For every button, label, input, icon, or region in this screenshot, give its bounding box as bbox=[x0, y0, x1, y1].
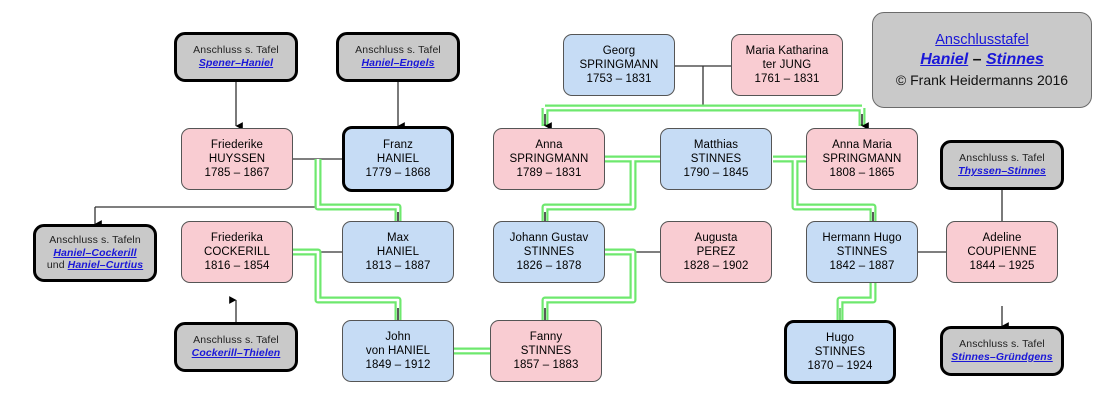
person-given-name: Friederika bbox=[210, 231, 264, 244]
person-box-hugo-stinnes[interactable]: Hugo STINNES 1870 – 1924 bbox=[784, 320, 896, 384]
ref-prefix: Anschluss s. Tafeln bbox=[49, 233, 141, 246]
ref-prefix: Anschluss s. Tafel bbox=[355, 44, 441, 57]
person-surname: HANIEL bbox=[376, 245, 420, 258]
person-surname: PEREZ bbox=[696, 245, 736, 258]
ref-second-line: und Haniel–Curtius bbox=[47, 259, 143, 272]
person-surname: STINNES bbox=[690, 152, 742, 165]
person-given-name: Hermann Hugo bbox=[822, 231, 902, 244]
ref-conjunction: und bbox=[46, 259, 68, 272]
person-dates: 1808 – 1865 bbox=[829, 167, 895, 179]
person-box-georg-springmann[interactable]: Georg SPRINGMANN 1753 – 1831 bbox=[563, 34, 675, 96]
person-given-name: Johann Gustav bbox=[509, 231, 589, 244]
title-lineage: Haniel – Stinnes bbox=[920, 51, 1044, 69]
person-given-name: Anna Maria bbox=[832, 138, 892, 151]
person-surname: SPRINGMANN bbox=[822, 152, 902, 165]
person-box-franz-haniel[interactable]: Franz HANIEL 1779 – 1868 bbox=[342, 126, 454, 192]
ref-link-thyssen-stinnes[interactable]: Thyssen–Stinnes bbox=[958, 165, 1046, 177]
title-kind: Anschlusstafel bbox=[935, 32, 1029, 48]
reference-box-thyssen-stinnes[interactable]: Anschluss s. Tafel Thyssen–Stinnes bbox=[940, 140, 1064, 190]
person-dates: 1816 – 1854 bbox=[204, 260, 270, 272]
person-given-name: Augusta bbox=[694, 231, 738, 244]
person-dates: 1789 – 1831 bbox=[516, 167, 582, 179]
person-dates: 1849 – 1912 bbox=[365, 359, 431, 371]
person-dates: 1870 – 1924 bbox=[807, 360, 873, 372]
person-dates: 1785 – 1867 bbox=[204, 167, 270, 179]
person-box-matthias-stinnes[interactable]: Matthias STINNES 1790 – 1845 bbox=[660, 128, 772, 190]
person-box-adeline-coupienne[interactable]: Adeline COUPIENNE 1844 – 1925 bbox=[946, 221, 1058, 283]
ref-prefix: Anschluss s. Tafel bbox=[959, 152, 1045, 165]
person-surname: STINNES bbox=[814, 345, 866, 358]
person-given-name: Georg bbox=[602, 44, 636, 57]
person-box-anna-springmann[interactable]: Anna SPRINGMANN 1789 – 1831 bbox=[493, 128, 605, 190]
person-surname: HUYSSEN bbox=[208, 152, 266, 165]
person-given-name: John bbox=[385, 330, 411, 343]
person-dates: 1828 – 1902 bbox=[683, 260, 749, 272]
person-dates: 1753 – 1831 bbox=[586, 73, 652, 85]
person-box-augusta-perez[interactable]: Augusta PEREZ 1828 – 1902 bbox=[660, 221, 772, 283]
ref-link-cockerill-thielen[interactable]: Cockerill–Thielen bbox=[191, 347, 281, 359]
person-surname: SPRINGMANN bbox=[579, 58, 659, 71]
person-dates: 1857 – 1883 bbox=[513, 359, 579, 371]
reference-box-cockerill-thielen[interactable]: Anschluss s. Tafel Cockerill–Thielen bbox=[174, 322, 298, 372]
person-given-name: Anna bbox=[535, 138, 563, 151]
person-surname: von HANIEL bbox=[365, 344, 431, 357]
person-box-friederika-cockerill[interactable]: Friederika COCKERILL 1816 – 1854 bbox=[181, 221, 293, 283]
title-dash: – bbox=[968, 51, 986, 68]
copyright-notice: © Frank Heidermanns 2016 bbox=[895, 72, 1069, 88]
person-dates: 1813 – 1887 bbox=[365, 260, 431, 272]
ref-link-haniel-cockerill[interactable]: Haniel–Cockerill bbox=[53, 246, 137, 259]
ref-link-haniel-curtius[interactable]: Haniel–Curtius bbox=[67, 259, 144, 272]
person-box-johann-gustav-stinnes[interactable]: Johann Gustav STINNES 1826 – 1878 bbox=[493, 221, 605, 283]
ref-prefix: Anschluss s. Tafel bbox=[959, 338, 1045, 351]
person-box-fanny-stinnes[interactable]: Fanny STINNES 1857 – 1883 bbox=[490, 320, 602, 382]
person-given-name: Friederike bbox=[210, 138, 264, 151]
person-surname: STINNES bbox=[523, 245, 575, 258]
person-box-max-haniel[interactable]: Max HANIEL 1813 – 1887 bbox=[342, 221, 454, 283]
title-family-right: Stinnes bbox=[986, 51, 1044, 68]
person-given-name: Maria Katharina bbox=[745, 44, 829, 57]
person-surname: SPRINGMANN bbox=[509, 152, 589, 165]
title-family-left: Haniel bbox=[920, 51, 969, 68]
ref-prefix: Anschluss s. Tafel bbox=[193, 334, 279, 347]
ref-link-spener-haniel[interactable]: Spener–Haniel bbox=[198, 57, 274, 69]
ref-link-stinnes-gruendgens[interactable]: Stinnes–Gründgens bbox=[951, 351, 1053, 363]
reference-box-haniel-engels[interactable]: Anschluss s. Tafel Haniel–Engels bbox=[336, 32, 460, 82]
person-surname: COUPIENNE bbox=[967, 245, 1037, 258]
person-surname: HANIEL bbox=[376, 152, 420, 165]
person-given-name: Hugo bbox=[826, 331, 854, 344]
reference-box-haniel-cockerill-curtius[interactable]: Anschluss s. Tafeln Haniel–Cockerill und… bbox=[33, 224, 157, 282]
person-given-name: Matthias bbox=[693, 138, 739, 151]
ref-prefix: Anschluss s. Tafel bbox=[193, 44, 279, 57]
person-surname: STINNES bbox=[836, 245, 888, 258]
person-box-hermann-hugo-stinnes[interactable]: Hermann Hugo STINNES 1842 – 1887 bbox=[806, 221, 918, 283]
person-given-name: Max bbox=[386, 231, 410, 244]
reference-box-spener-haniel[interactable]: Anschluss s. Tafel Spener–Haniel bbox=[174, 32, 298, 82]
person-dates: 1779 – 1868 bbox=[365, 167, 431, 179]
person-surname: COCKERILL bbox=[203, 245, 271, 258]
ref-link-haniel-engels[interactable]: Haniel–Engels bbox=[361, 57, 435, 69]
person-box-john-von-haniel[interactable]: John von HANIEL 1849 – 1912 bbox=[342, 320, 454, 382]
title-card: Anschlusstafel Haniel – Stinnes © Frank … bbox=[872, 12, 1092, 108]
reference-box-stinnes-gruendgens[interactable]: Anschluss s. Tafel Stinnes–Gründgens bbox=[940, 326, 1064, 376]
person-dates: 1842 – 1887 bbox=[829, 260, 895, 272]
person-dates: 1761 – 1831 bbox=[754, 73, 820, 85]
person-given-name: Fanny bbox=[529, 330, 563, 343]
person-dates: 1844 – 1925 bbox=[969, 260, 1035, 272]
person-dates: 1826 – 1878 bbox=[516, 260, 582, 272]
person-given-name: Franz bbox=[383, 138, 413, 151]
person-given-name: Adeline bbox=[982, 231, 1022, 244]
person-dates: 1790 – 1845 bbox=[683, 167, 749, 179]
person-box-maria-katharina-ter-jung[interactable]: Maria Katharina ter JUNG 1761 – 1831 bbox=[731, 34, 843, 96]
person-surname: STINNES bbox=[520, 344, 572, 357]
person-surname: ter JUNG bbox=[762, 58, 812, 71]
person-box-friederike-huyssen[interactable]: Friederike HUYSSEN 1785 – 1867 bbox=[181, 128, 293, 190]
person-box-anna-maria-springmann[interactable]: Anna Maria SPRINGMANN 1808 – 1865 bbox=[806, 128, 918, 190]
